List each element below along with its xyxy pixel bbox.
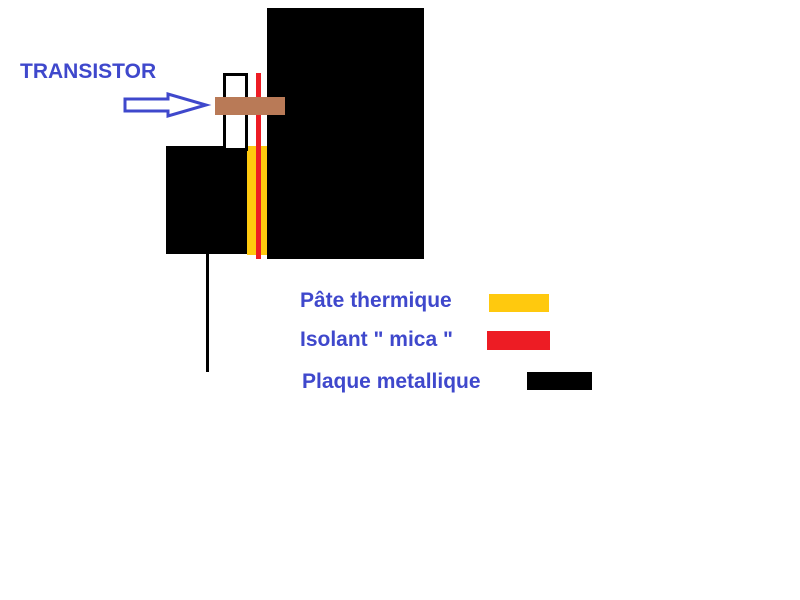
- mounting-screw: [215, 97, 285, 115]
- thermal-paste-layer-rear: [261, 146, 267, 255]
- heat-sink-plate: [267, 8, 424, 259]
- legend-swatch-mica-insulator: [487, 331, 550, 350]
- right-arrow-outline-icon: [123, 92, 212, 118]
- legend-label-thermal-paste: Pâte thermique: [300, 289, 452, 312]
- transistor-lead: [206, 254, 209, 372]
- legend-label-metal-plate: Plaque metallique: [302, 370, 481, 393]
- mica-insulator-layer: [256, 73, 261, 259]
- lower-metal-block: [166, 146, 248, 254]
- transistor-label: TRANSISTOR: [20, 60, 157, 83]
- thermal-paste-layer: [247, 146, 256, 255]
- legend-swatch-thermal-paste: [489, 294, 549, 312]
- legend-label-mica-insulator: Isolant " mica ": [300, 328, 453, 351]
- legend-swatch-metal-plate: [527, 372, 592, 390]
